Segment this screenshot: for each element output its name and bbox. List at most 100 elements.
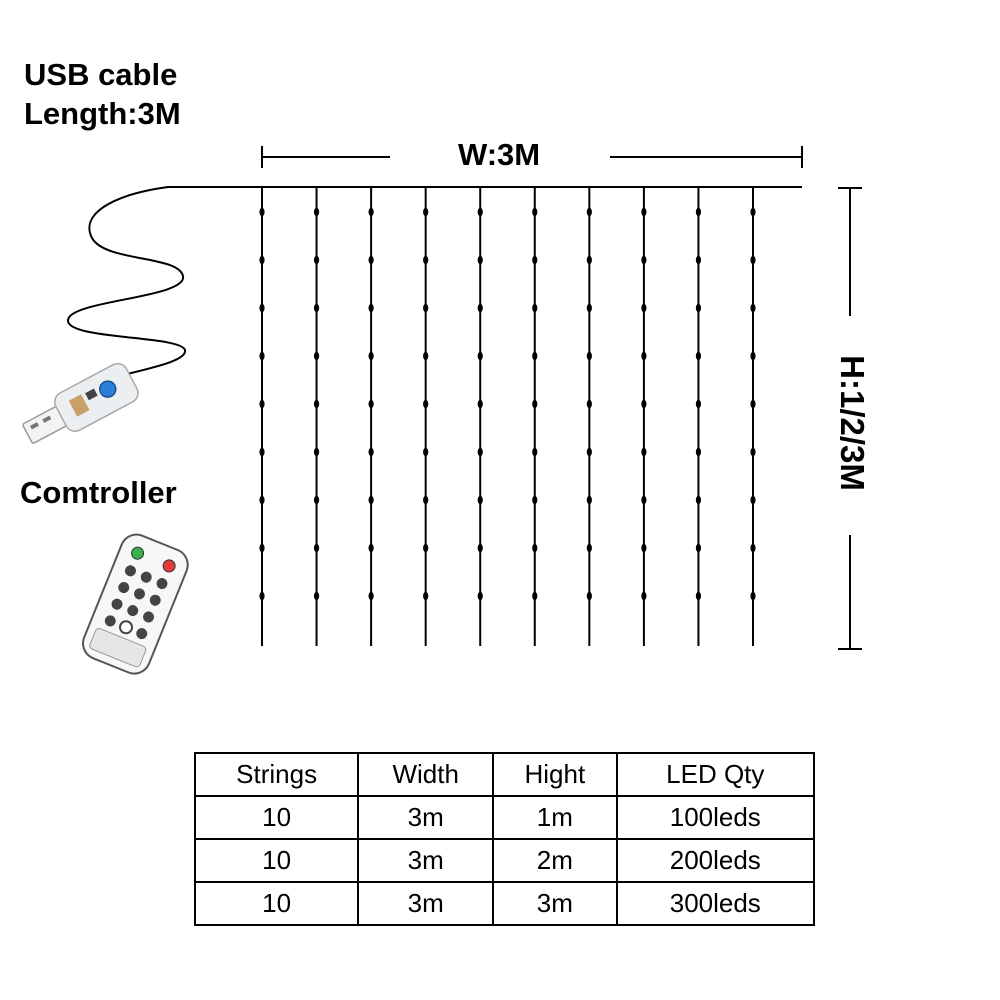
led-bulb xyxy=(695,447,702,457)
led-bulb xyxy=(641,447,647,457)
led-bulb xyxy=(750,207,756,217)
cell-width: 3m xyxy=(357,795,495,840)
led-bulb xyxy=(532,495,538,505)
cell-width: 3m xyxy=(357,881,495,926)
led-bulb xyxy=(477,255,483,265)
led-bulb xyxy=(532,591,538,601)
height-dimension-line xyxy=(838,187,862,650)
led-bulb xyxy=(586,591,592,601)
cell-hight: 1m xyxy=(492,795,618,840)
led-bulb xyxy=(532,447,538,457)
led-bulb xyxy=(750,399,756,409)
led-bulb xyxy=(532,303,538,313)
usb-plug-icon xyxy=(22,362,139,444)
led-bulb xyxy=(423,399,429,409)
led-bulb xyxy=(423,207,429,217)
led-bulb xyxy=(368,351,374,361)
controller-label: Comtroller xyxy=(20,475,177,510)
cell-led-qty: 200leds xyxy=(615,838,816,883)
led-bulb xyxy=(532,207,538,217)
led-bulb xyxy=(586,399,592,409)
led-bulb xyxy=(641,591,647,601)
led-bulb xyxy=(368,591,374,601)
led-bulb xyxy=(750,303,756,313)
led-bulb xyxy=(477,543,483,553)
led-bulb xyxy=(259,399,265,409)
led-bulb xyxy=(313,399,320,409)
led-bulb xyxy=(368,543,374,553)
cell-width: 3m xyxy=(357,838,495,883)
led-bulb xyxy=(695,543,702,553)
led-bulb xyxy=(313,255,320,265)
led-bulb xyxy=(477,207,483,217)
led-bulb xyxy=(695,303,702,313)
led-bulb xyxy=(477,591,483,601)
led-bulb xyxy=(532,543,538,553)
led-bulb xyxy=(641,303,647,313)
curtain-strings xyxy=(259,188,756,646)
spec-table: Strings Width Hight LED Qty 10 3m 1m 100… xyxy=(193,752,816,926)
led-bulb xyxy=(259,255,265,265)
led-bulb xyxy=(750,591,756,601)
width-dimension-line xyxy=(261,146,803,168)
led-bulb xyxy=(368,399,374,409)
led-bulb xyxy=(641,351,647,361)
led-bulb xyxy=(750,543,756,553)
usb-length-label: Length:3M xyxy=(24,96,181,131)
cell-strings: 10 xyxy=(193,795,360,840)
table-row: 10 3m 3m 300leds xyxy=(193,881,816,926)
led-bulb xyxy=(641,207,647,217)
led-bulb xyxy=(259,495,265,505)
cell-hight: 3m xyxy=(492,881,618,926)
led-bulb xyxy=(477,495,483,505)
usb-cable-wire xyxy=(66,186,802,379)
led-bulb xyxy=(423,303,429,313)
led-bulb xyxy=(423,255,429,265)
led-bulb xyxy=(532,399,538,409)
led-bulb xyxy=(750,255,756,265)
led-bulb xyxy=(368,495,374,505)
led-bulb xyxy=(423,591,429,601)
led-bulb xyxy=(313,447,320,457)
led-bulb xyxy=(750,351,756,361)
led-bulb xyxy=(641,495,647,505)
led-bulb xyxy=(532,351,538,361)
led-bulb xyxy=(586,351,592,361)
led-bulb xyxy=(695,591,702,601)
led-bulb xyxy=(695,255,702,265)
led-bulb xyxy=(259,207,265,217)
cell-strings: 10 xyxy=(193,881,360,926)
led-bulb xyxy=(368,207,374,217)
led-bulb xyxy=(368,255,374,265)
cell-hight: 2m xyxy=(492,838,618,883)
led-bulb xyxy=(259,543,265,553)
led-bulb xyxy=(586,303,592,313)
led-bulb xyxy=(641,543,647,553)
header-width: Width xyxy=(357,752,495,797)
led-bulb xyxy=(695,399,702,409)
led-bulb xyxy=(750,495,756,505)
usb-cable-label: USB cable xyxy=(24,57,178,92)
led-bulb xyxy=(313,591,320,601)
led-bulb xyxy=(313,543,320,553)
led-bulb xyxy=(695,351,702,361)
led-bulb xyxy=(477,447,483,457)
led-bulb xyxy=(586,207,592,217)
width-dimension-label: W:3M xyxy=(458,137,541,172)
led-bulb xyxy=(532,255,538,265)
led-bulb xyxy=(259,303,265,313)
led-bulb xyxy=(313,303,320,313)
led-bulb xyxy=(259,591,265,601)
cell-led-qty: 300leds xyxy=(615,881,816,926)
led-bulb xyxy=(695,495,702,505)
led-bulb xyxy=(750,447,756,457)
table-row: 10 3m 1m 100leds xyxy=(193,795,816,840)
led-bulb xyxy=(477,351,483,361)
led-bulb xyxy=(423,447,429,457)
led-bulb xyxy=(586,255,592,265)
table-row: 10 3m 2m 200leds xyxy=(193,838,816,883)
led-bulb xyxy=(259,351,265,361)
led-bulb xyxy=(477,303,483,313)
led-bulb xyxy=(259,447,265,457)
